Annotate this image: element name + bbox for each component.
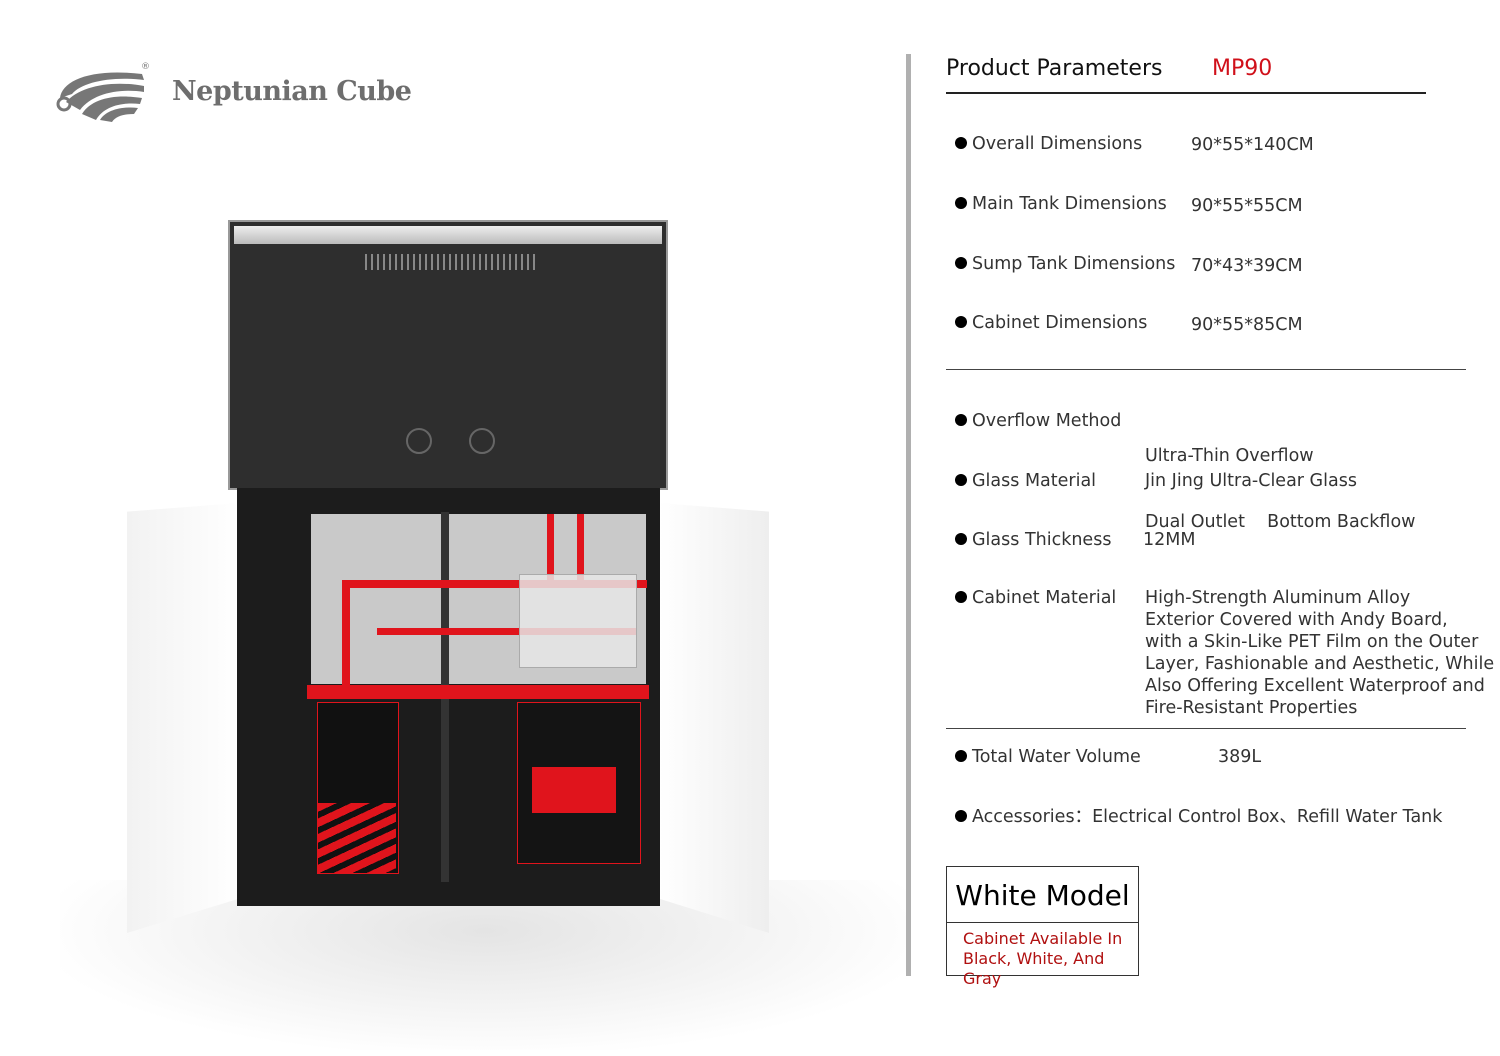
bullet-icon xyxy=(955,197,967,209)
red-shelf xyxy=(307,685,649,699)
spec-value: High-Strength Aluminum Alloy Exterior Co… xyxy=(1145,588,1495,718)
header-divider xyxy=(946,92,1426,94)
bullet-icon xyxy=(955,810,967,822)
variant-box: White Model Cabinet Available In Black, … xyxy=(946,866,1139,988)
bullet-icon xyxy=(955,137,967,149)
outlet-icon xyxy=(406,428,432,454)
sump-glass xyxy=(519,574,637,668)
spec-row: Sump Tank Dimensions xyxy=(955,253,1175,275)
shell-logo-icon xyxy=(56,72,144,122)
spec-value: 90*55*85CM xyxy=(1191,315,1303,335)
main-tank xyxy=(228,220,668,490)
spec-value: 90*55*140CM xyxy=(1191,135,1314,155)
spec-value: 70*43*39CM xyxy=(1191,256,1303,276)
red-pipe xyxy=(347,580,647,588)
spec-value: 90*55*55CM xyxy=(1191,196,1303,216)
bullet-icon xyxy=(955,474,967,486)
page-title: Product Parameters xyxy=(946,56,1163,81)
spec-row: Glass Thickness xyxy=(955,529,1111,551)
spec-row: Overflow Method xyxy=(955,410,1121,432)
bullet-icon xyxy=(955,316,967,328)
bullet-icon xyxy=(955,591,967,603)
cabinet xyxy=(237,488,660,906)
spec-row: Total Water Volume xyxy=(955,746,1141,768)
spec-row: Cabinet Dimensions xyxy=(955,312,1147,334)
spec-row: Accessories：Electrical Control Box、Refil… xyxy=(955,806,1442,828)
bullet-icon xyxy=(955,750,967,762)
spec-value: Jin Jing Ultra-Clear Glass xyxy=(1145,471,1357,491)
section-divider xyxy=(946,728,1466,729)
control-box xyxy=(317,702,399,874)
spec-value: 389L xyxy=(1218,747,1262,767)
variant-title: White Model xyxy=(947,867,1138,923)
variant-note: Cabinet Available In Black, White, And G… xyxy=(963,929,1123,988)
model-number: MP90 xyxy=(1212,56,1273,81)
refill-tank xyxy=(517,702,641,864)
outlet-icon xyxy=(469,428,495,454)
right-door xyxy=(659,503,769,933)
red-pipe xyxy=(547,514,554,584)
spec-row: Cabinet Material xyxy=(955,587,1116,609)
spec-row: Main Tank Dimensions xyxy=(955,193,1167,215)
red-pipe xyxy=(577,514,584,584)
bullet-icon xyxy=(955,414,967,426)
registered-mark: ® xyxy=(141,62,150,72)
brand-name: Neptunian Cube xyxy=(172,76,412,107)
spec-row: Glass Material xyxy=(955,470,1096,492)
red-pipe xyxy=(377,628,637,635)
red-pipe xyxy=(342,580,350,690)
vent-grille xyxy=(365,254,537,270)
spec-value: 12MM xyxy=(1143,530,1196,550)
brand-logo xyxy=(52,64,150,122)
vertical-divider xyxy=(906,54,911,976)
left-door xyxy=(127,503,239,933)
spec-value: Ultra-Thin Overflow Dual Outlet Bottom B… xyxy=(1145,446,1416,532)
section-divider xyxy=(946,369,1466,370)
bullet-icon xyxy=(955,533,967,545)
spec-row: Overall Dimensions xyxy=(955,133,1142,155)
bullet-icon xyxy=(955,257,967,269)
